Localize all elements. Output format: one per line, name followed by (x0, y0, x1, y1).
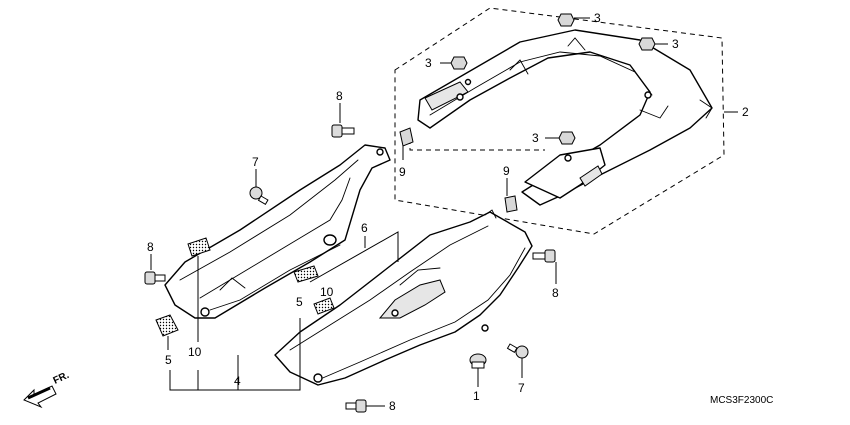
assembly-6-bracket (309, 231, 399, 283)
bolt-8c (532, 249, 557, 284)
nut-3d (545, 131, 576, 145)
grommet-1 (469, 353, 487, 387)
clip-9b (504, 178, 518, 213)
callout-8c: 8 (552, 286, 559, 300)
right-side-cover-part (274, 209, 533, 386)
bolt-8b (144, 254, 166, 285)
callout-10a: 10 (188, 345, 202, 359)
callout-3b: 3 (672, 37, 679, 51)
grab-rail-dashed-outline-2 (409, 130, 545, 151)
callout-5b: 5 (296, 295, 303, 309)
rubber-5a (155, 314, 179, 350)
callout-5a: 5 (165, 353, 172, 367)
callout-3d: 3 (532, 131, 539, 145)
nut-3c (440, 56, 468, 70)
callout-7a: 7 (252, 155, 259, 169)
callout-3c: 3 (425, 56, 432, 70)
callout-9a: 9 (399, 165, 406, 179)
callout-8b: 8 (147, 240, 154, 254)
callout-10b: 10 (320, 285, 334, 299)
nut-3a (557, 13, 590, 27)
bolt-8a (331, 103, 355, 138)
bolt-8d (345, 399, 385, 413)
callout-1: 1 (473, 389, 480, 403)
front-direction-label: FR. (52, 370, 71, 387)
left-side-cover-part (164, 144, 391, 319)
grab-rail-part (417, 29, 713, 206)
callout-9b: 9 (503, 164, 510, 178)
clip-9a (399, 127, 414, 160)
screw-7a (249, 169, 269, 206)
diagram-code: MCS3F2300C (710, 395, 773, 406)
rubber-10a (187, 237, 211, 342)
callout-3a: 3 (594, 11, 601, 25)
callout-2: 2 (742, 105, 749, 119)
front-direction-arrow-icon (23, 385, 57, 409)
callout-6: 6 (361, 221, 368, 235)
rubber-10b (313, 297, 335, 315)
callout-8a: 8 (336, 89, 343, 103)
nut-3b (638, 37, 668, 51)
callout-7b: 7 (518, 381, 525, 395)
callout-4: 4 (234, 374, 241, 388)
callout-8d: 8 (389, 399, 396, 413)
screw-7b (506, 343, 529, 378)
rubber-5b (293, 265, 319, 283)
assembly-4-bracket (169, 318, 301, 391)
